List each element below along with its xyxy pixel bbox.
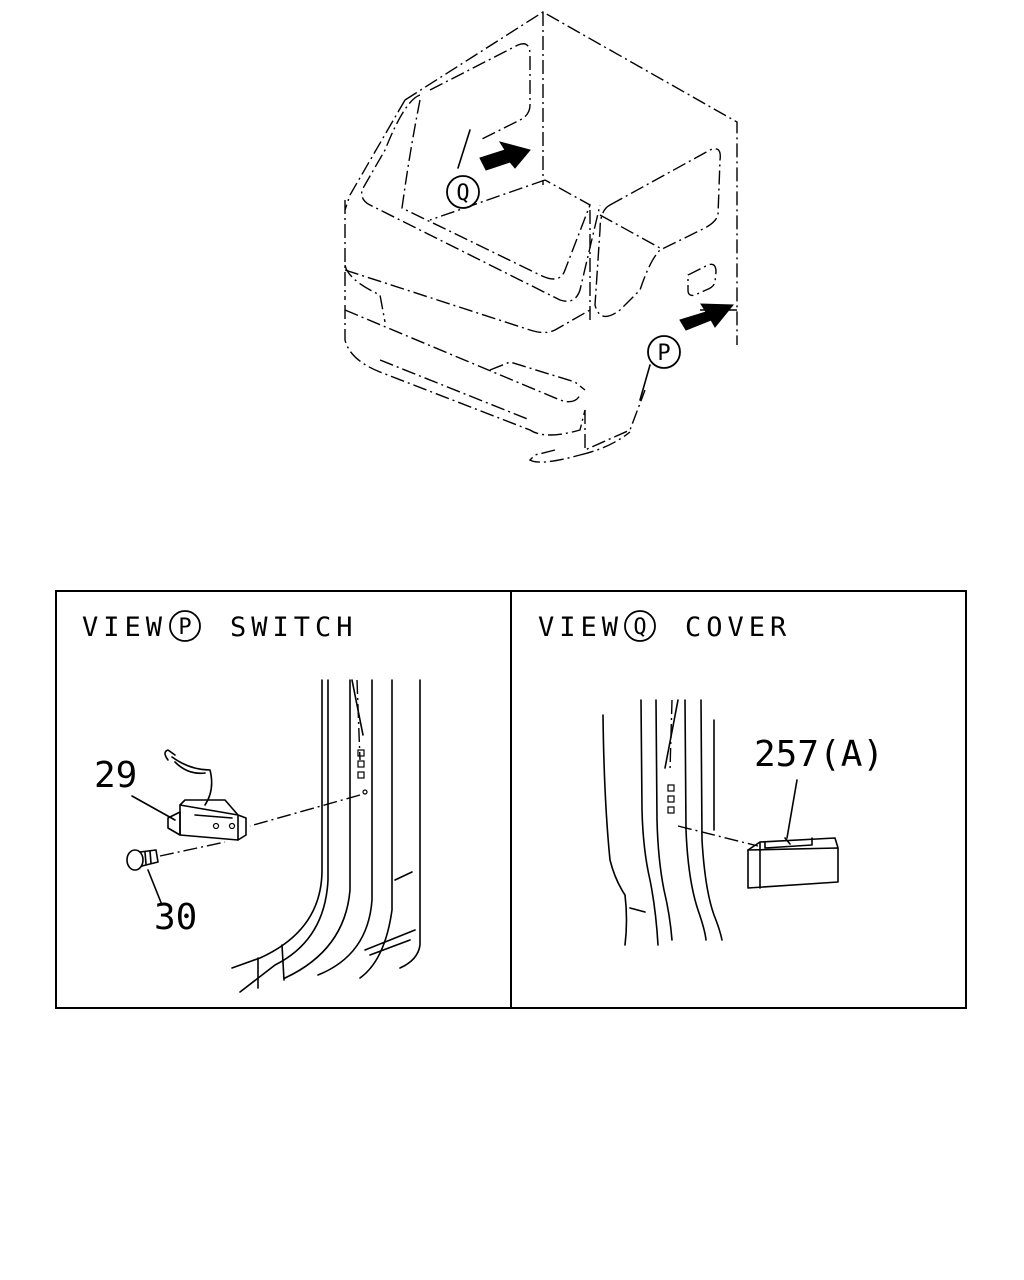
leader-257a — [786, 779, 798, 839]
callout-q: Q — [446, 175, 480, 209]
callout-q-letter: Q — [456, 181, 469, 206]
callout-p-letter: P — [657, 341, 670, 366]
screw-part — [126, 841, 226, 871]
panel-q-view-word: VIEW — [538, 612, 623, 643]
callout-p: P — [647, 335, 681, 369]
panel-q-view-letter: Q — [633, 615, 646, 640]
door-switch-part — [164, 749, 247, 841]
panel-p-view-letter: P — [178, 615, 191, 640]
panel-view-q: VIEW Q COVER 257(A) — [538, 610, 884, 946]
panel-p-title: SWITCH — [230, 612, 358, 643]
panel-p-view-word: VIEW — [82, 612, 167, 643]
part-number-29: 29 — [94, 755, 137, 796]
truck-cab-illustration — [344, 11, 738, 463]
leader-29 — [131, 795, 176, 821]
panel-q-title: COVER — [685, 612, 791, 643]
part-number-257a: 257(A) — [754, 734, 884, 775]
leader-30 — [147, 869, 163, 906]
panel-view-p: VIEW P SWITCH — [82, 610, 421, 993]
part-number-30: 30 — [154, 897, 197, 938]
cover-part — [747, 837, 839, 889]
